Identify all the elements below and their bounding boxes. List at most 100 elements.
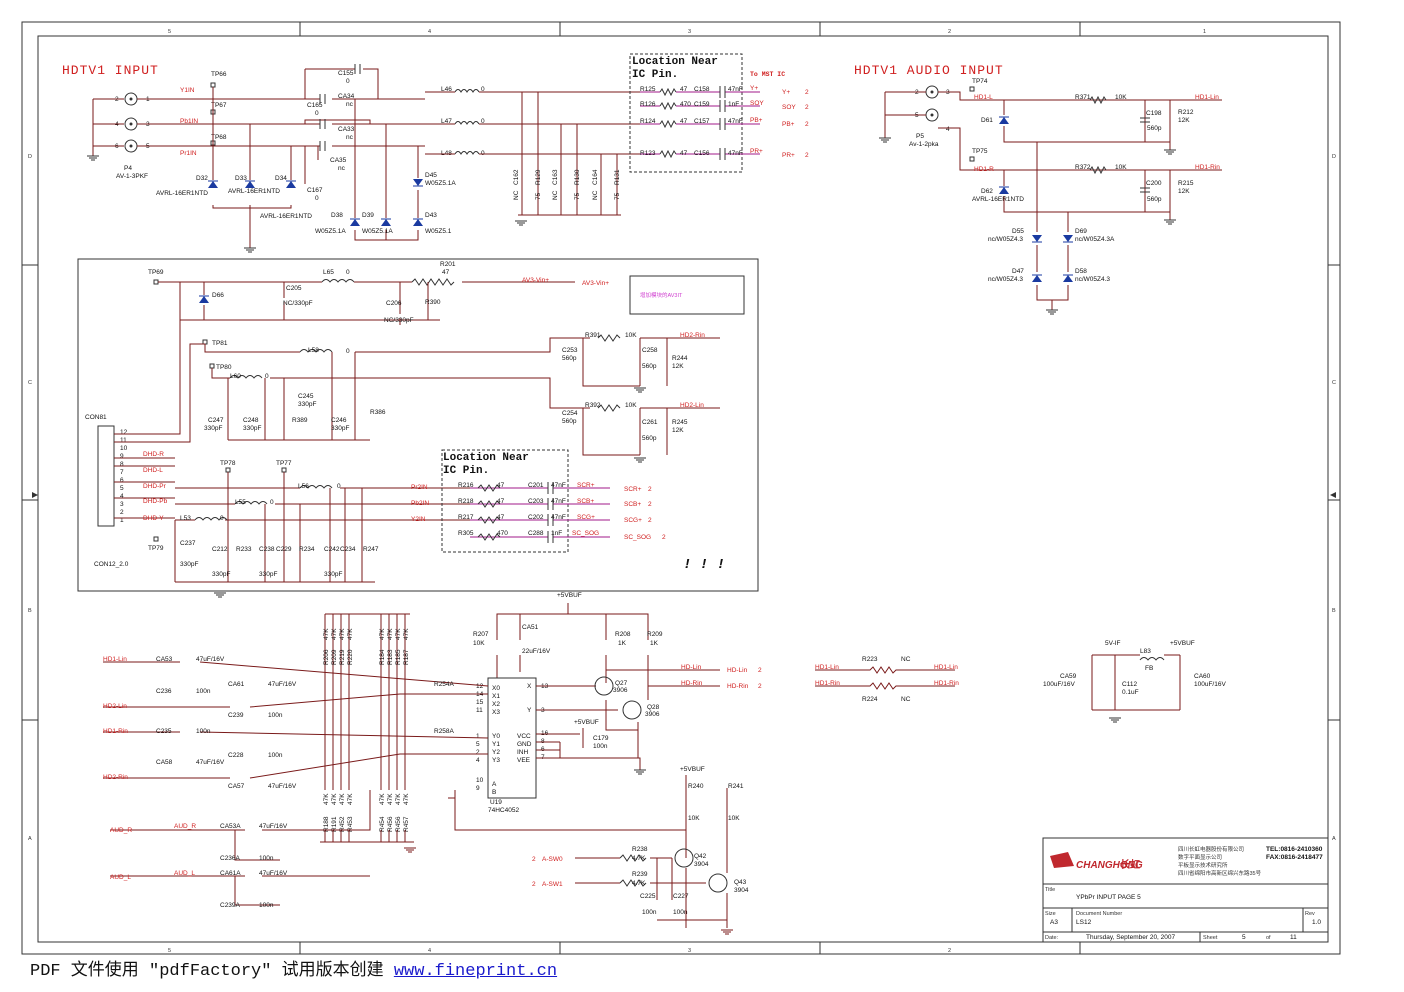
schematic-label: R454 [379,816,386,832]
schematic-label: HD1-Rin [934,680,959,687]
schematic-label: 3904 [734,887,749,894]
schematic-label: 2 [805,89,809,96]
schematic-label: D43 [425,212,437,219]
schematic-label: 15 [476,699,484,706]
schematic-label: 75 [574,192,581,200]
schematic-label: R238 [632,846,648,853]
schematic-label: AVRL-16ER1NTD [228,188,280,195]
schematic-label: Y1IN [180,87,195,94]
row-marker: A [1332,836,1336,842]
fineprint-link[interactable]: www.fineprint.cn [393,962,558,981]
schematic-label: NC [901,656,911,663]
schematic-wire [999,117,1009,124]
schematic-label: HD1-Lin [103,656,127,663]
schematic-label: 1 [476,733,480,740]
schematic-label: TP69 [148,269,164,276]
schematic-label: 0 [270,499,274,506]
schematic-wire [174,472,375,583]
schematic-label: 2 [648,486,652,493]
schematic-label: 47K [339,793,346,805]
schematic-label: DHD-Pr [143,483,167,490]
schematic-label: D39 [362,212,374,219]
schematic-label: CA35 [330,157,347,164]
schematic-wire [179,282,440,325]
schematic-label: C206 [386,300,402,307]
schematic-wire [153,279,159,285]
schematic-label: 47uF/16V [268,681,297,688]
schematic-label: 560p [642,363,657,370]
schematic-label: 330pF [324,571,342,578]
schematic-label: 2 [648,501,652,508]
schematic-label: 10K [1115,94,1127,101]
schematic-label: 2 [805,121,809,128]
schematic-label: X [527,683,532,690]
schematic-label: HD2-Rin [680,332,705,339]
schematic-label: C228 [228,752,244,759]
schematic-label: +5VBUF [557,592,582,599]
schematic-wire [114,320,205,519]
schematic-label: SC_SOG [624,534,651,541]
schematic-label: C112 [1122,681,1137,688]
schematic-label: FB [1145,665,1153,672]
schematic-label: TP78 [220,460,236,467]
schematic-wire [321,278,455,286]
schematic-wire [175,487,470,521]
schematic-wire [1139,657,1165,661]
location-near-box-top [629,53,743,173]
schematic-label: AUD_L [174,870,195,877]
schematic-label: 1 [120,517,124,524]
schematic-label: Q43 [734,879,747,886]
schematic-label: 2 [758,683,762,690]
schematic-wire [1036,142,1069,310]
schematic-label: 470 [497,530,508,537]
schematic-wire [1003,100,1170,213]
schematic-label: 47K [395,793,402,805]
schematic-wire [575,775,728,900]
schematic-label: 330pF [259,571,277,578]
schematic-label: 560p [1147,196,1162,203]
schematic-label: R372 [1075,164,1091,171]
schematic-label: R209 [331,649,338,665]
schematic-label: 47uF/16V [259,823,288,830]
schematic-label: of [1266,935,1271,941]
schematic-label: X1 [492,693,500,700]
schematic-label: C247 [208,417,224,424]
pdf-footer: PDF 文件使用 "pdfFactory" 试用版本创建 www.finepri… [30,955,557,981]
section-title-hdtv-input: HDTV1 INPUT [62,63,159,78]
schematic-label: 100n [593,743,608,750]
schematic-label: AUD_R [110,827,132,834]
schematic-label: TEL:0816-2410360 [1266,846,1323,853]
col-marker: 3 [688,948,691,954]
schematic-label: C167 [307,187,323,194]
schematic-label: 330pF [204,425,222,432]
schematic-label: Av-1-2pka [909,141,939,148]
schematic-label: C158 [694,86,710,93]
schematic-wire [1140,117,1150,193]
schematic-label: GND [517,741,532,748]
schematic-label: Y+ [782,89,790,96]
schematic-label: C229 [276,546,292,553]
schematic-label: 0.1uF [1122,689,1139,696]
schematic-label: L55 [235,499,246,506]
schematic-wire [204,337,720,409]
schematic-label: 47K [379,628,386,640]
schematic-label: HD1-Rin [103,728,128,735]
schematic-label: 22uF/16V [522,648,551,655]
schematic-label: C239 [228,712,244,719]
schematic-label: R223 [862,656,878,663]
schematic-wire [209,363,215,369]
schematic-label: 3906 [645,711,660,718]
schematic-label: 10 [120,445,128,452]
schematic-label: R124 [640,118,656,125]
schematic-label: 100n [673,909,688,916]
schematic-wire [225,467,231,473]
schematic-wire [32,492,38,498]
note-box [629,275,745,315]
schematic-wire [212,99,292,248]
schematic-label: HD1-Lin [815,664,839,671]
schematic-label: R240 [688,783,704,790]
schematic-wire [1063,275,1073,282]
schematic-label: 0 [265,373,269,380]
schematic-wire [930,90,934,94]
